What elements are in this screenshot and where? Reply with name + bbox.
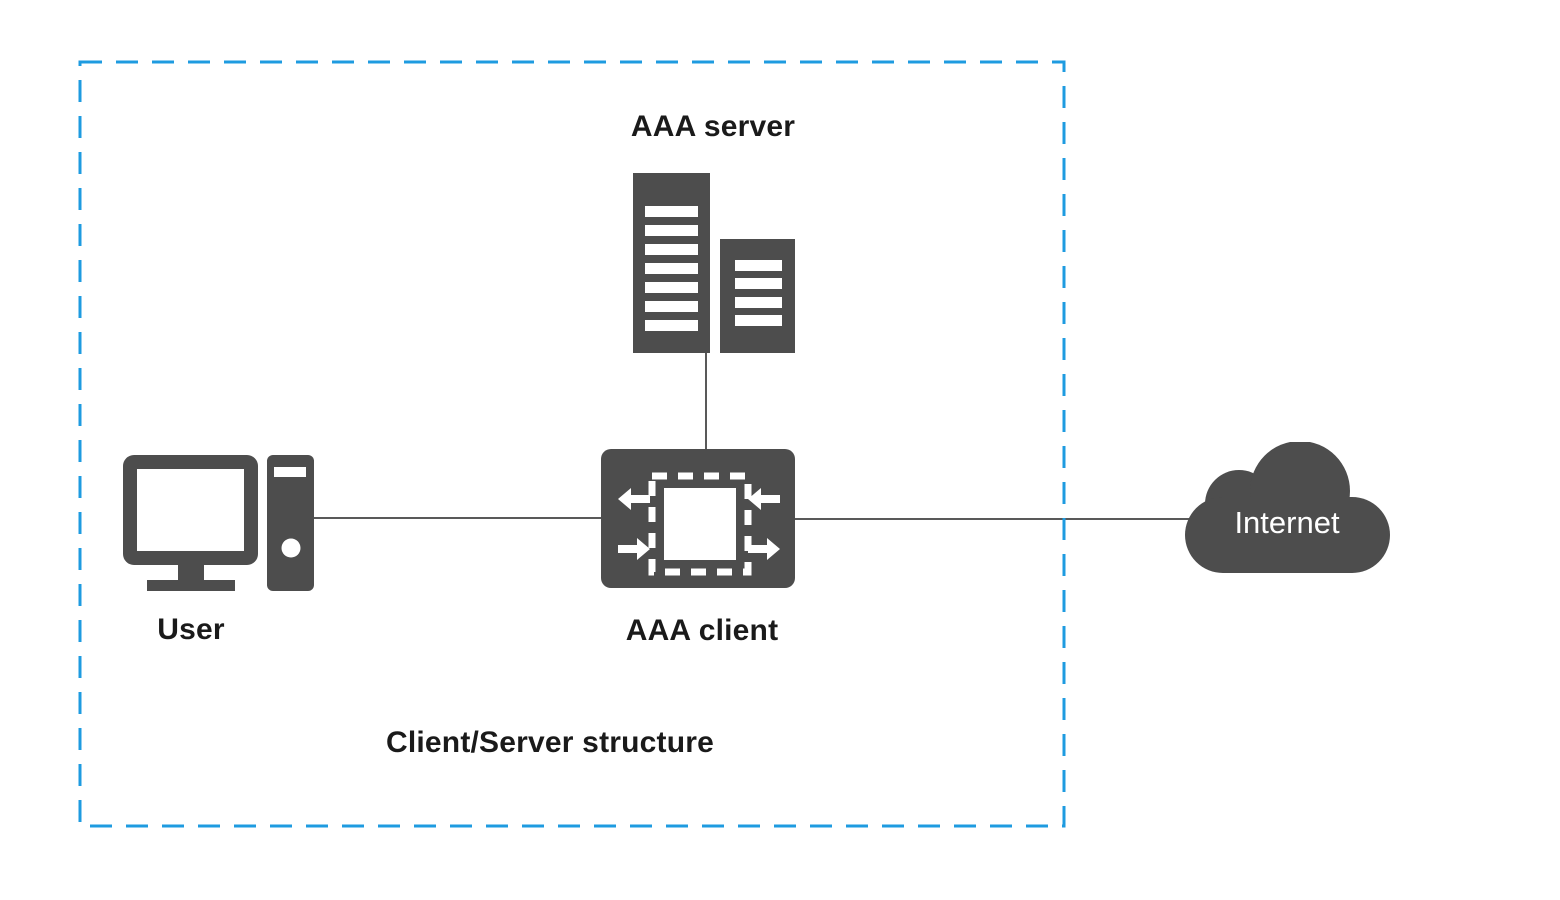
device-dashed-frame [648,472,752,576]
client-server-boundary-box [78,60,1066,828]
monitor-base [147,580,235,591]
arrow-right-bottom-right [748,538,780,560]
device-center-square [664,488,736,560]
cloud-base [1185,497,1390,573]
server-tower-short [720,239,795,353]
dashed-boundary-rect [78,60,1066,828]
desktop-computer-icon [123,455,314,591]
server-rack-icon [633,173,795,353]
internet-label: Internet [1234,505,1340,540]
device-arrows [618,488,780,560]
monitor-screen [137,469,244,551]
boundary-title: Client/Server structure [385,726,715,759]
network-device-icon [601,449,795,588]
aaa-client-label: AAA client [625,614,779,647]
tower-drive-slot [274,467,306,477]
arrow-left-top [618,488,650,510]
internet-cloud-icon [1185,442,1390,573]
server-slats [645,206,782,331]
pc-tower [267,455,314,591]
tower-power-button [281,538,301,558]
arrow-left-top-right [748,488,780,510]
monitor-neck [178,563,204,581]
aaa-server-label: AAA server [630,110,796,143]
arrow-right-bottom-left [618,538,650,560]
user-label: User [157,613,225,646]
